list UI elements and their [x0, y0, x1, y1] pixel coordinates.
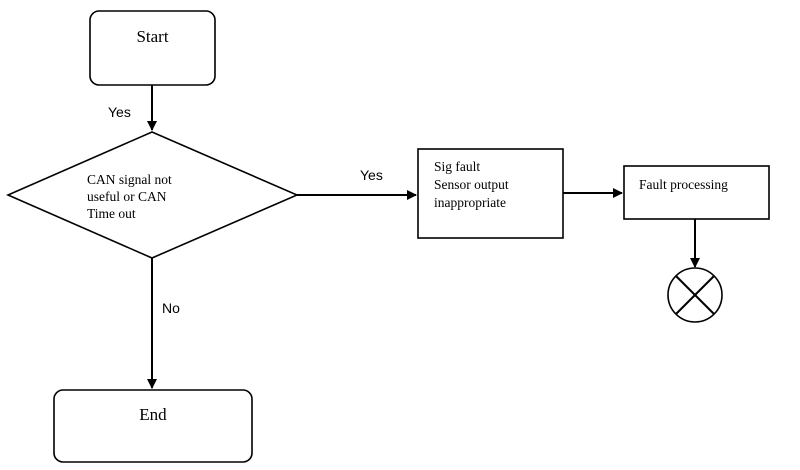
end-node-label: End: [139, 405, 167, 424]
edge-decision-to-sig-fault: Yes: [297, 167, 417, 200]
fault-processing-node-shape: [623, 165, 770, 220]
edge-start-to-decision: Yes: [108, 85, 157, 131]
decision-node-line-3: Time out: [87, 206, 136, 221]
edge-start-to-decision-label: Yes: [108, 104, 131, 120]
end-node: End: [53, 389, 253, 463]
sig-fault-node: Sig fault Sensor output inappropriate: [417, 148, 564, 239]
start-node: Start: [89, 10, 216, 86]
decision-node-line-1: CAN signal not: [87, 172, 172, 187]
sig-fault-node-line-2: Sensor output: [434, 177, 509, 192]
sig-fault-node-shape: [417, 148, 564, 239]
edge-decision-to-sig-fault-label: Yes: [360, 167, 383, 183]
start-node-label: Start: [136, 27, 168, 46]
start-node-shape: [89, 10, 216, 86]
end-node-shape: [53, 389, 253, 463]
edge-decision-to-end: No: [147, 258, 180, 389]
crossed-circle-icon: [667, 267, 723, 323]
decision-node: CAN signal not useful or CAN Time out: [6, 131, 300, 259]
terminator-cross-line-2: [675, 275, 715, 315]
fault-processing-node: Fault processing: [623, 165, 770, 220]
fault-processing-node-label: Fault processing: [639, 177, 728, 192]
edge-decision-to-end-label: No: [162, 300, 180, 316]
decision-node-line-2: useful or CAN: [87, 189, 167, 204]
sig-fault-node-line-3: inappropriate: [434, 195, 506, 210]
sig-fault-node-line-1: Sig fault: [434, 159, 480, 174]
